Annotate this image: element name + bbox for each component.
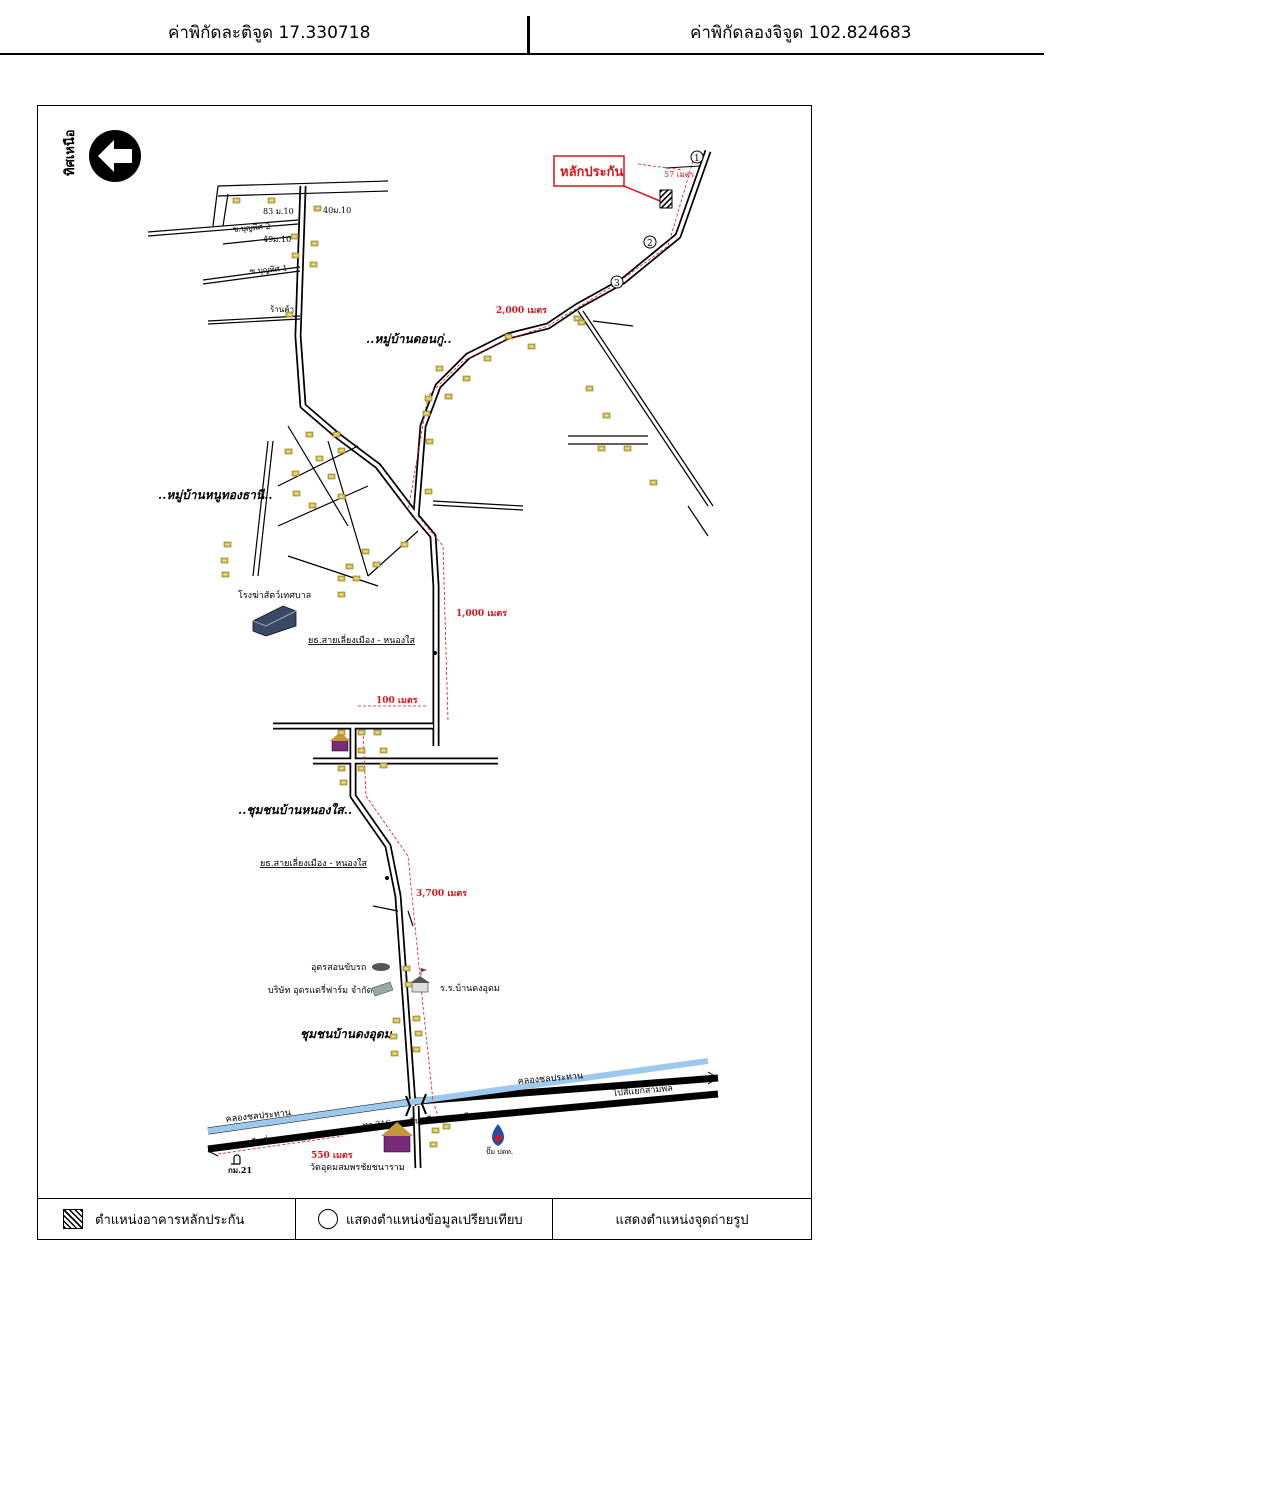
village-labels: ..หมู่บ้านดอนกู่.. ..หมู่บ้านหนูทองธานี.… <box>158 332 452 1042</box>
label-to-phinyo: ไปสี่แยกรังพินา <box>251 1130 312 1149</box>
label-km21: กม.21 <box>228 1165 252 1175</box>
label-m10-a: 83 ม.10 <box>263 207 294 216</box>
temple-icon-2 <box>381 1122 413 1153</box>
label-slaughterhouse: โรงฆ่าสัตว์เทศบาล <box>238 589 311 601</box>
bridge-marks <box>405 1093 427 1117</box>
label-driving-school: อุดรสอนขับรถ <box>311 963 366 973</box>
point-1: 1 <box>694 154 700 164</box>
label-ptt: ปั๊ม ปตท. <box>486 1146 513 1156</box>
hatch-square-icon <box>63 1209 83 1229</box>
car-icon <box>372 963 390 971</box>
highway-arrows <box>207 1071 719 1157</box>
map-legend: ตำแหน่งอาคารหลักประกัน แสดงตำแหน่งข้อมูล… <box>37 1198 812 1240</box>
point-2: 2 <box>647 239 653 249</box>
header-underline-left <box>0 53 530 55</box>
distance-57: 57 เมตร <box>664 170 695 179</box>
north-label: ทิศเหนือ <box>62 129 78 176</box>
label-soi-1: ซ.บุญพิศ 1 <box>249 264 287 276</box>
village-don-ku: ..หมู่บ้านดอนกู่.. <box>366 332 452 347</box>
legend-collateral: ตำแหน่งอาคารหลักประกัน <box>38 1199 296 1239</box>
label-m10-c: 49ม.10 <box>263 235 291 244</box>
building-icon <box>252 605 297 637</box>
location-map: ทิศเหนือ <box>37 105 812 1240</box>
distance-550: 550 เมตร <box>311 1151 353 1161</box>
map-canvas: ทิศเหนือ <box>62 129 719 1175</box>
distance-2000: 2,000 เมตร <box>496 306 547 316</box>
label-school: ร.ร.บ้านดงอุดม <box>440 983 500 994</box>
header-divider <box>527 16 530 54</box>
coordinate-header: ค่าพิกัดละติจูด 17.330718 ค่าพิกัดลองจิจ… <box>0 0 1266 60</box>
route-path <box>217 160 694 1155</box>
header-underline-right <box>530 53 1044 55</box>
temple-icon <box>330 732 350 752</box>
km-marker-icon <box>231 1154 241 1165</box>
circle-icon <box>318 1209 338 1229</box>
point-3: 3 <box>614 279 620 289</box>
road-network <box>147 149 719 1169</box>
label-dairy-farm: บริษัท อุดรแดรี่ฟาร์ม จำกัด <box>268 983 373 996</box>
village-nong-sai: ..ชุมชนบ้านหนองใส.. <box>238 802 352 818</box>
school-icon <box>410 968 430 993</box>
collateral-label: หลักประกัน <box>560 165 623 180</box>
label-road-nongsai-2: ยธ.สายเลี่ยงเมือง - หนองใส <box>260 856 368 869</box>
landmark-icons <box>231 605 504 1165</box>
village-nong-thani: ..หมู่บ้านหนูทองธานี.. <box>158 488 272 503</box>
legend-photo: แสดงตำแหน่งจุดถ่ายรูป <box>553 1199 811 1239</box>
label-m10-b: 40ม.10 <box>323 206 351 215</box>
legend-comparison: แสดงตำแหน่งข้อมูลเปรียบเทียบ <box>296 1199 553 1239</box>
collateral-building-icon <box>659 189 673 209</box>
legend-collateral-label: ตำแหน่งอาคารหลักประกัน <box>95 1212 245 1228</box>
latitude-label: ค่าพิกัดละติจูด 17.330718 <box>168 23 371 43</box>
label-soi-2: ซ.บุญพิศ 2 <box>232 222 270 234</box>
north-arrow: ทิศเหนือ <box>62 129 141 182</box>
label-temple: วัดอุดมสมพรชัยชนาราม <box>310 1163 405 1173</box>
village-dong-udom: ชุมชนบ้านดงอุดม <box>300 1027 393 1042</box>
legend-comparison-label: แสดงตำแหน่งข้อมูลเปรียบเทียบ <box>346 1212 523 1228</box>
place-labels: ร้านค้า ซ.บุญพิศ 1 ซ.บุญพิศ 2 83 ม.10 40… <box>228 206 673 1175</box>
distance-labels: 2,000 เมตร 1,000 เมตร 100 เมตร 3,700 เมต… <box>311 306 547 1161</box>
collateral-marker: หลักประกัน 57 เมตร <box>553 155 701 209</box>
distance-1000: 1,000 เมตร <box>456 609 507 619</box>
label-road-nongsai-1: ยธ.สายเลี่ยงเมือง - หนองใส <box>308 633 416 646</box>
legend-photo-label: แสดงตำแหน่งจุดถ่ายรูป <box>615 1212 749 1228</box>
label-shop: ร้านค้า <box>270 305 294 314</box>
ptt-icon <box>492 1124 504 1146</box>
comparison-points: 1 2 3 <box>610 150 704 289</box>
road-dots <box>385 651 437 880</box>
factory-icon <box>371 981 394 997</box>
distance-100: 100 เมตร <box>376 696 418 706</box>
longitude-label: ค่าพิกัดลองจิจูด 102.824683 <box>690 23 912 43</box>
distance-3700: 3,700 เมตร <box>416 889 467 899</box>
canal: คลองชลประทาน คลองชลประทาน <box>207 1058 709 1134</box>
